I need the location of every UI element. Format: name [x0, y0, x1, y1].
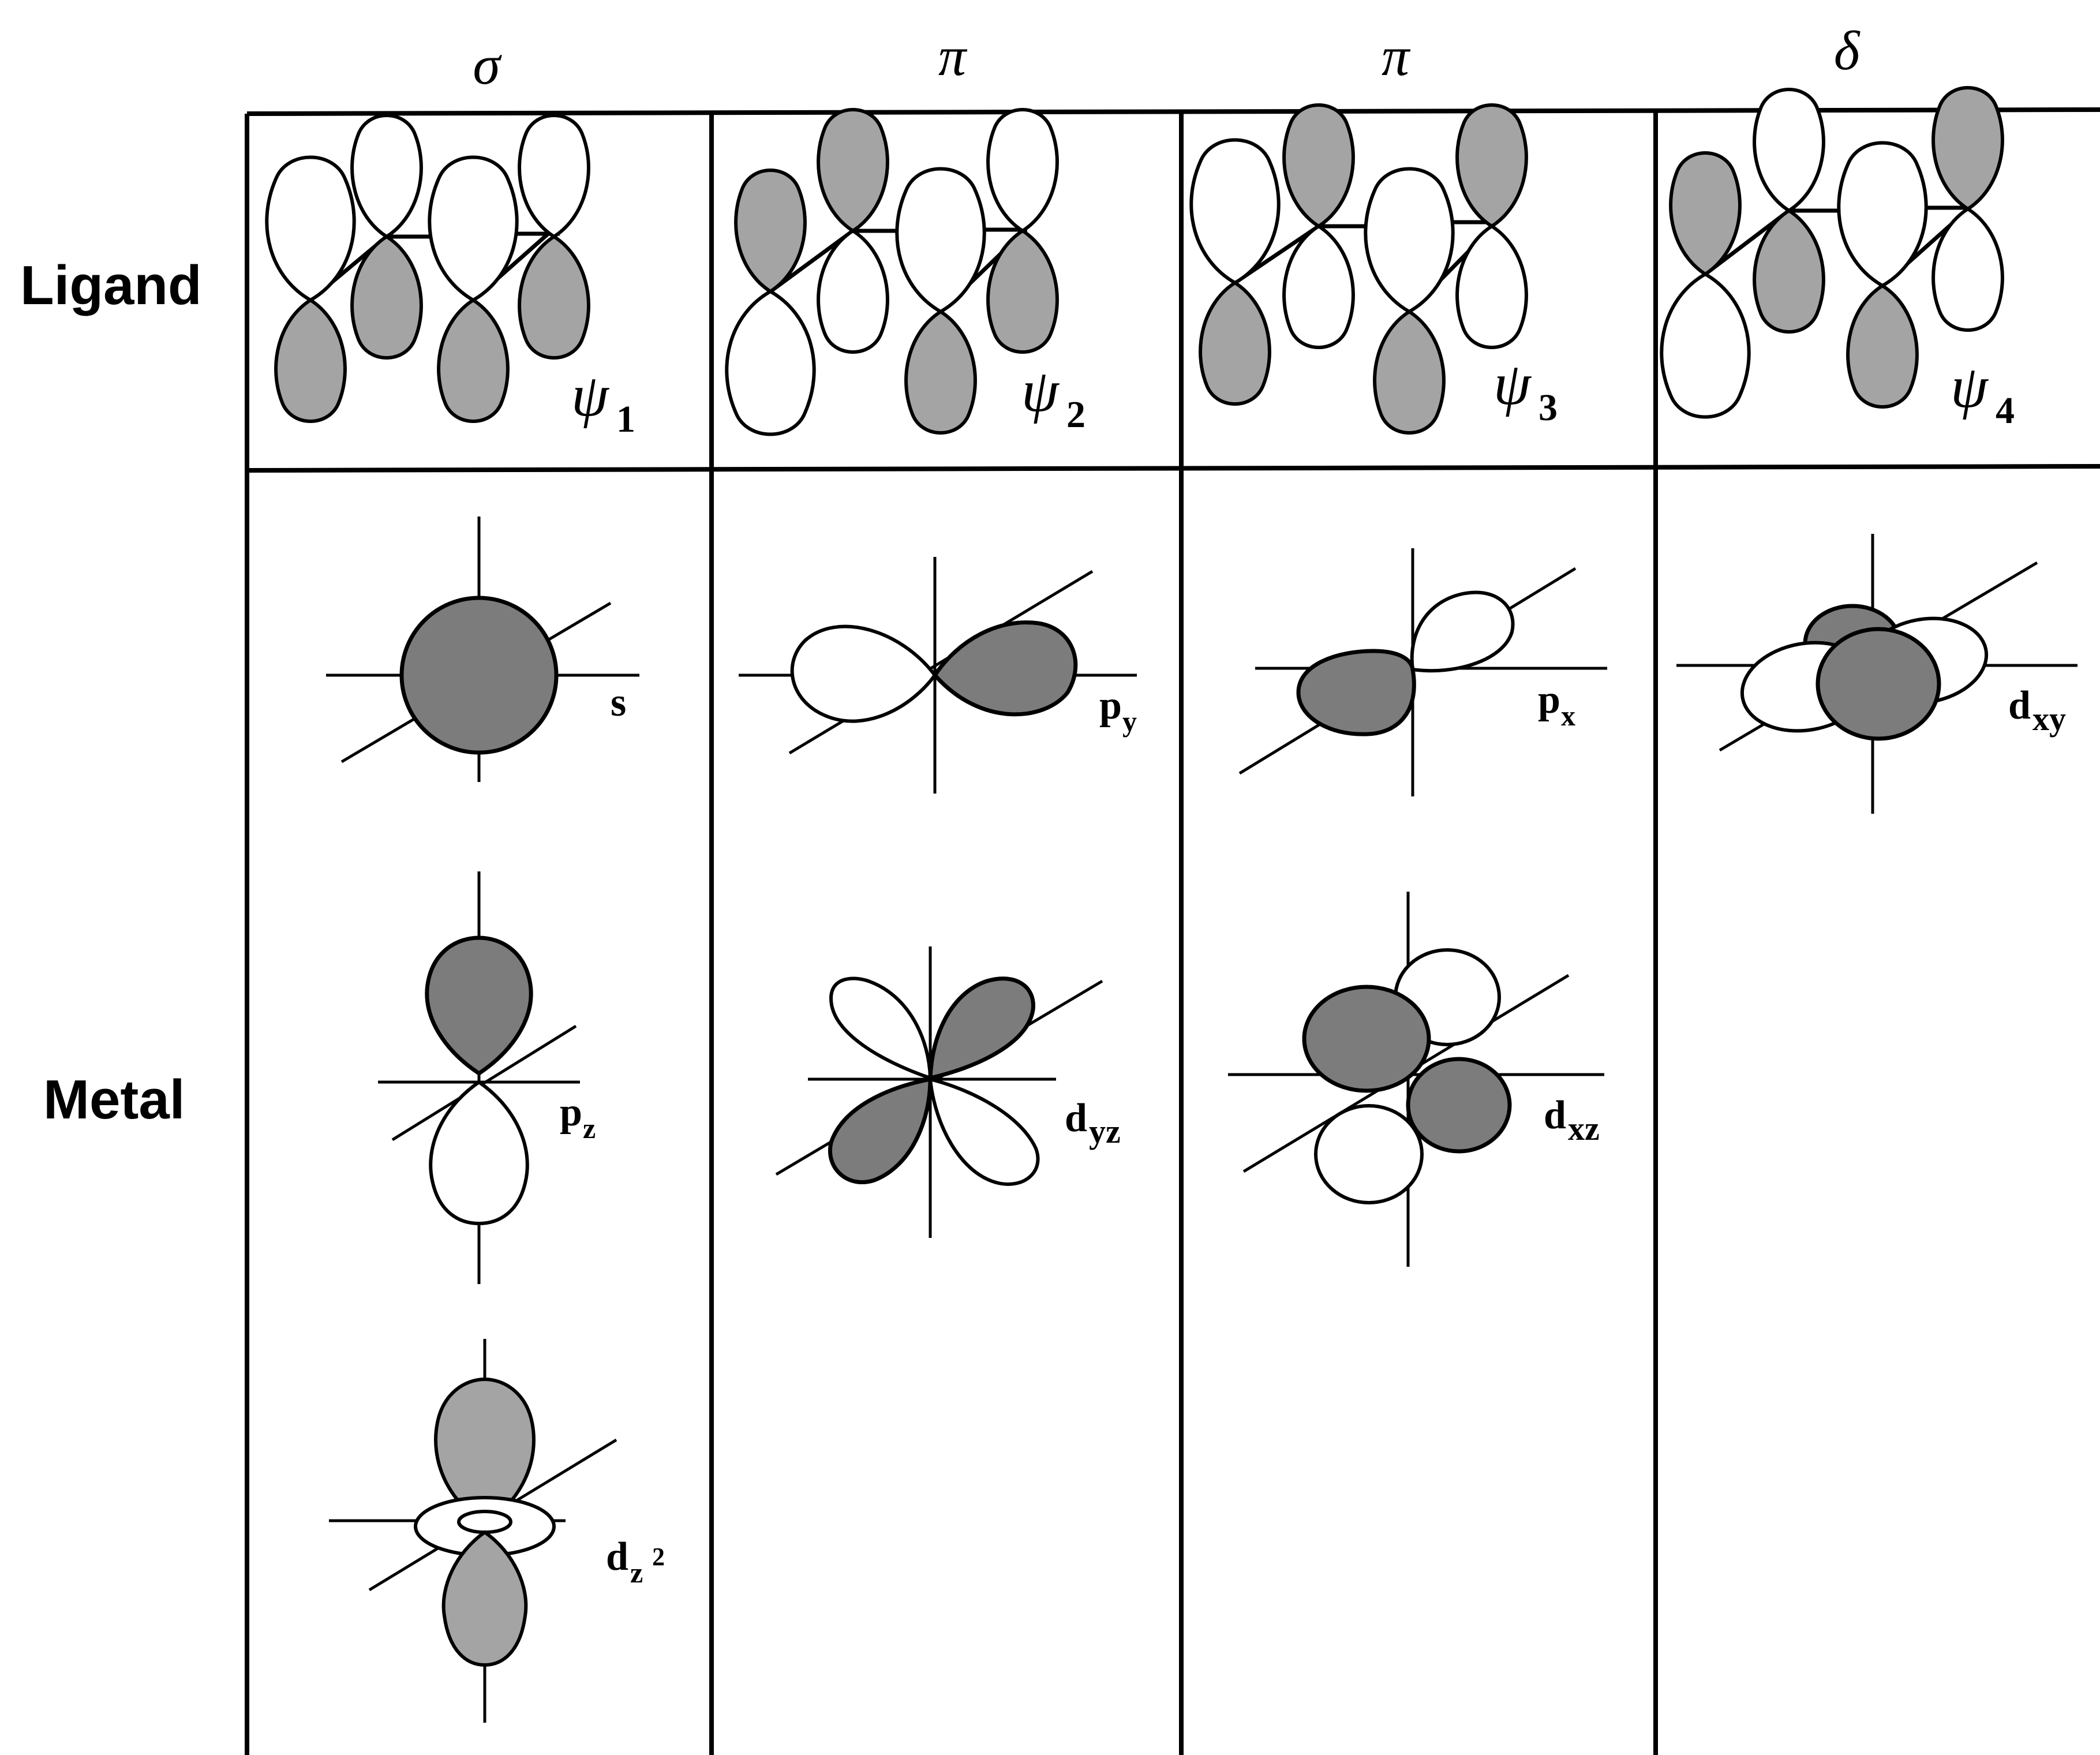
svg-text:yz: yz	[1089, 1113, 1121, 1150]
metal-label-pz: p z	[560, 1090, 596, 1144]
metal-label-dz2: d z 2	[606, 1535, 665, 1589]
svg-text:ψ: ψ	[571, 362, 610, 429]
metal-label-px: p x	[1538, 678, 1575, 732]
metal-orbital-pz	[378, 871, 580, 1284]
ligand-label-psi4: ψ 4	[1951, 354, 2015, 432]
svg-text:2: 2	[1066, 394, 1085, 436]
svg-text:s: s	[611, 680, 626, 725]
metal-orbital-dxz	[1228, 892, 1604, 1267]
ligand-label-psi1: ψ 1	[571, 362, 635, 440]
ligand-orbital-psi1	[267, 115, 589, 421]
svg-text:ψ: ψ	[1021, 358, 1060, 424]
svg-text:d: d	[1065, 1096, 1087, 1140]
svg-text:4: 4	[1996, 390, 2015, 432]
svg-text:z: z	[630, 1556, 643, 1589]
metal-orbital-dxy	[1676, 534, 2077, 814]
ligand-label-psi2: ψ 2	[1021, 358, 1085, 436]
metal-label-dyz: d yz	[1065, 1096, 1121, 1150]
metal-label-py: p y	[1099, 683, 1137, 738]
metal-orbital-dz2	[329, 1339, 617, 1723]
metal-label-s: s	[611, 680, 626, 725]
ligand-label-psi3: ψ 3	[1493, 351, 1558, 429]
symmetry-label-pi-1: π	[938, 25, 968, 87]
symmetry-label-delta: δ	[1834, 20, 1861, 81]
svg-text:p: p	[1099, 683, 1122, 728]
metal-orbital-py	[739, 557, 1137, 794]
ligand-orbital-psi2	[727, 110, 1057, 435]
metal-orbital-px	[1238, 548, 1607, 796]
svg-text:p: p	[1538, 678, 1560, 722]
ligand-orbital-psi4	[1661, 88, 2002, 417]
ligand-orbital-psi3	[1191, 105, 1526, 433]
row-label-metal: Metal	[43, 1069, 185, 1131]
svg-text:y: y	[1122, 705, 1137, 738]
svg-text:1: 1	[616, 398, 635, 440]
symmetry-label-pi-2: π	[1382, 25, 1411, 87]
symmetry-label-sigma: σ	[473, 34, 502, 96]
metal-orbital-dyz	[775, 946, 1103, 1238]
svg-text:xy: xy	[2032, 700, 2066, 738]
svg-text:2: 2	[652, 1543, 665, 1571]
svg-text:x: x	[1561, 699, 1575, 732]
svg-text:xz: xz	[1568, 1110, 1600, 1147]
svg-text:d: d	[1544, 1093, 1566, 1137]
metal-label-dxz: d xz	[1544, 1093, 1600, 1147]
svg-text:d: d	[2008, 683, 2031, 728]
svg-text:p: p	[560, 1090, 582, 1135]
svg-text:3: 3	[1538, 387, 1558, 429]
metal-label-dxy: d xy	[2008, 683, 2066, 738]
svg-text:ψ: ψ	[1951, 354, 1989, 420]
svg-text:z: z	[583, 1112, 596, 1144]
metal-orbital-s	[326, 517, 639, 782]
row-label-ligand: Ligand	[20, 255, 202, 316]
svg-text:ψ: ψ	[1493, 351, 1532, 417]
svg-text:d: d	[606, 1535, 628, 1579]
